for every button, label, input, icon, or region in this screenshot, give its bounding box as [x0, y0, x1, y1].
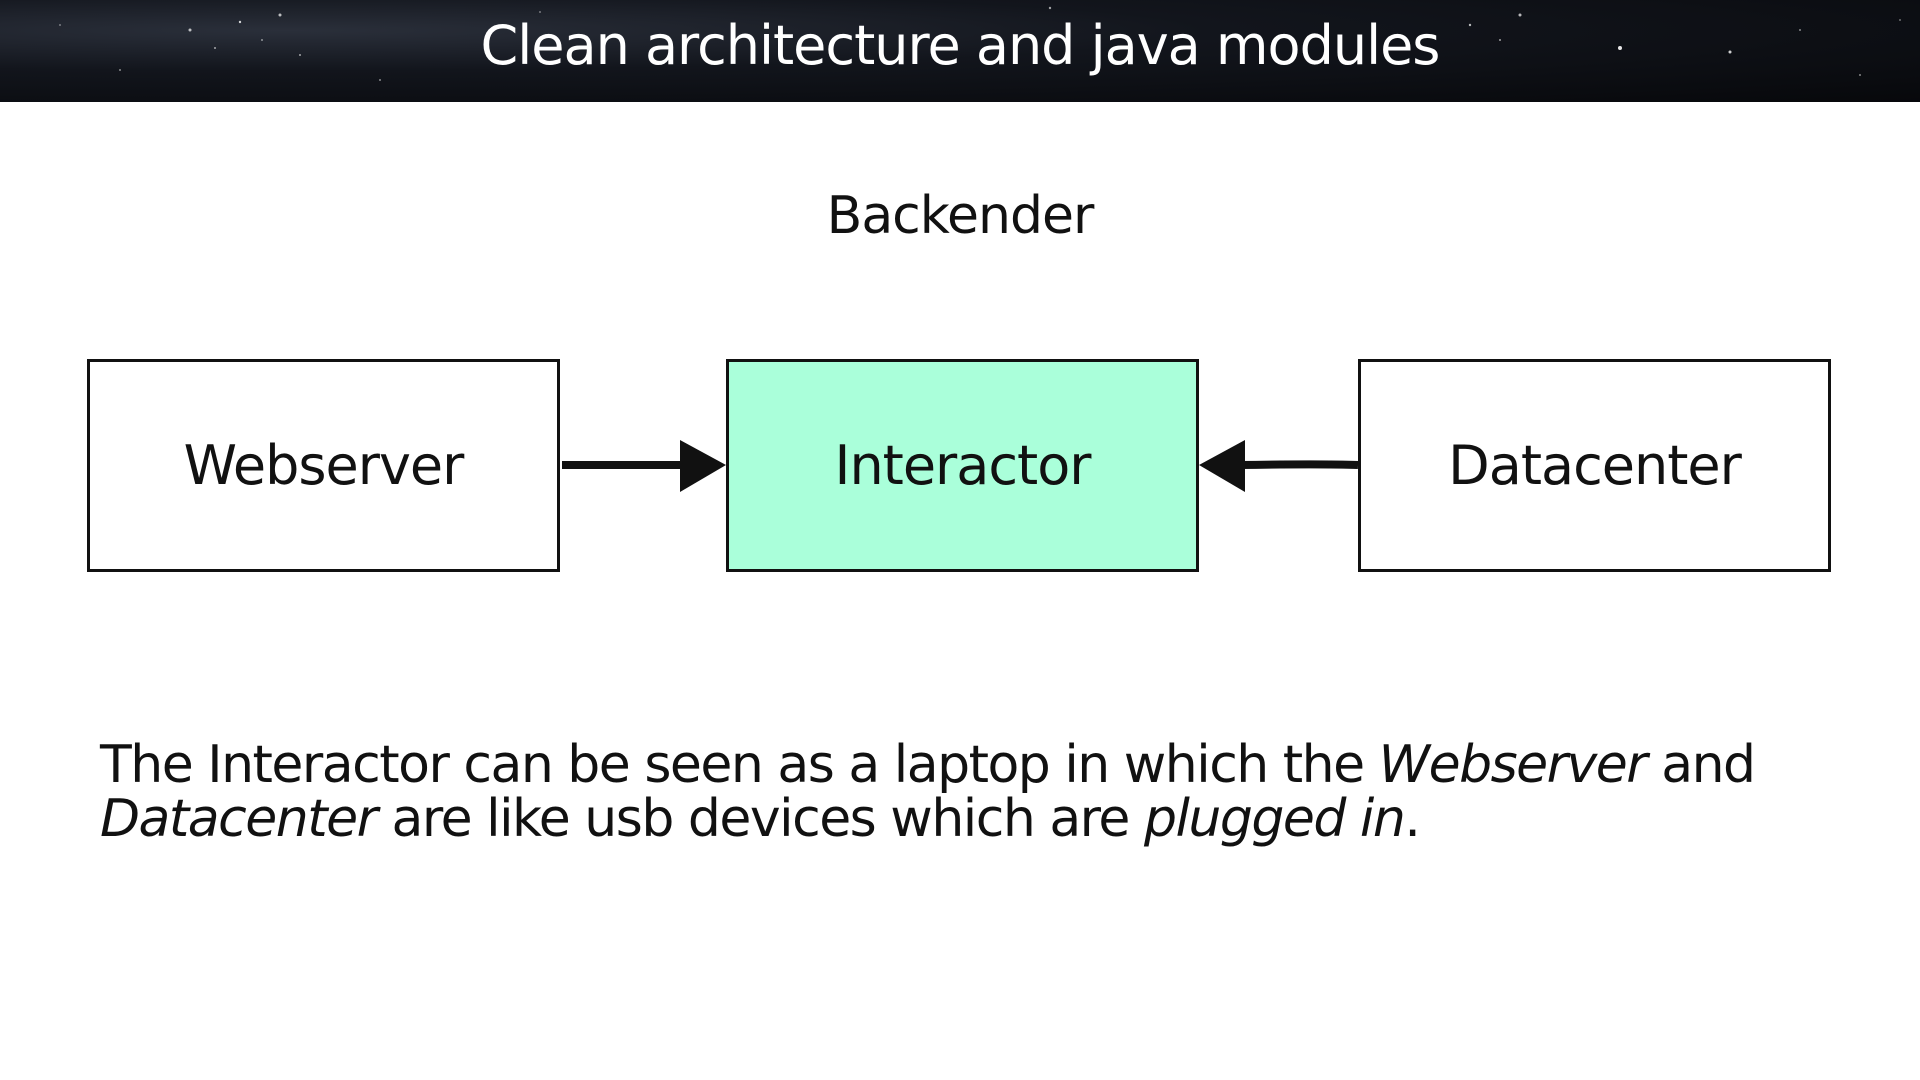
- node-webserver-label: Webserver: [183, 434, 465, 497]
- node-webserver: Webserver: [87, 359, 560, 572]
- caption-emphasis-webserver: Webserver: [1378, 735, 1648, 795]
- caption-part-3: are like usb devices which are: [376, 789, 1144, 849]
- diagram-title: Backender: [826, 186, 1095, 246]
- node-datacenter: Datacenter: [1358, 359, 1831, 572]
- slide-title: Clean architecture and java modules: [480, 14, 1441, 77]
- caption-part-4: .: [1404, 789, 1421, 849]
- node-interactor-label: Interactor: [834, 434, 1092, 497]
- node-interactor: Interactor: [726, 359, 1199, 572]
- caption-emphasis-datacenter: Datacenter: [100, 789, 378, 849]
- caption-text: The Interactor can be seen as a laptop i…: [100, 738, 1860, 846]
- arrow-webserver-to-interactor: [562, 440, 726, 492]
- node-datacenter-label: Datacenter: [1448, 434, 1742, 497]
- caption-emphasis-plugged-in: plugged in: [1143, 789, 1406, 849]
- caption-part-2: and: [1646, 735, 1756, 795]
- arrow-datacenter-to-interactor: [1199, 440, 1359, 492]
- caption-part-1: The Interactor can be seen as a laptop i…: [100, 735, 1379, 795]
- starfield-background: [59, 6, 1901, 81]
- header-banner: Clean architecture and java modules: [0, 0, 1920, 102]
